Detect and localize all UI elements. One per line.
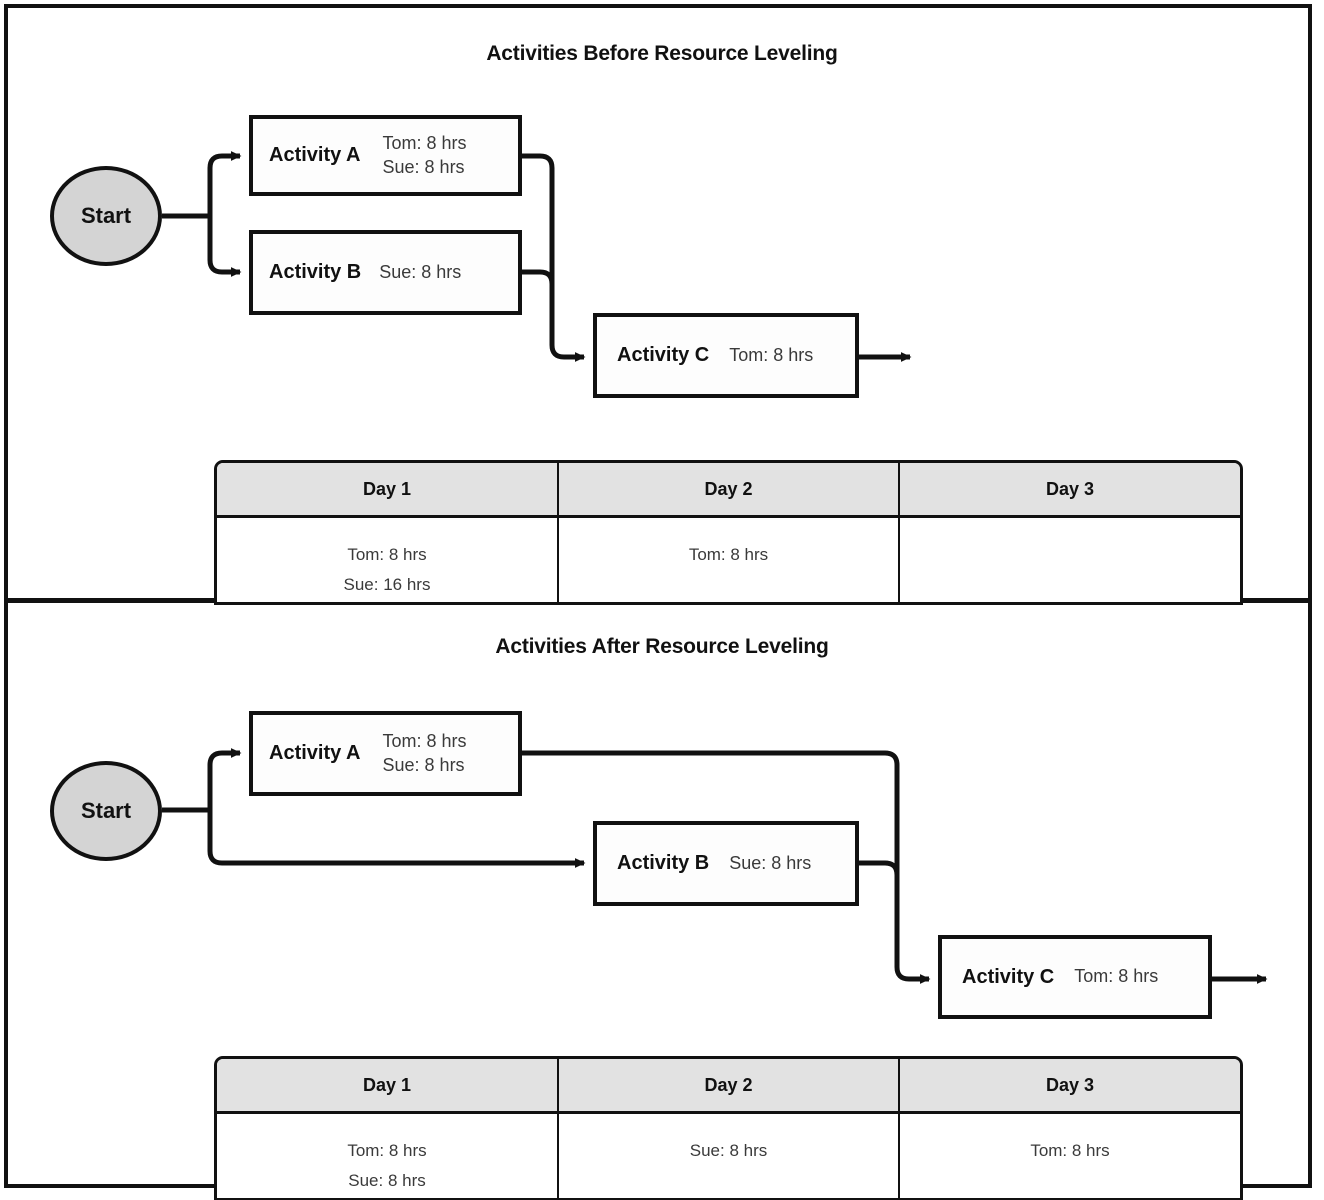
start-node-label: Start [80, 203, 132, 228]
activity-a-name: Activity A [269, 144, 361, 166]
resource-table-before: Day 1 Day 2 Day 3 Tom: 8 hrs Sue: 16 hrs… [214, 460, 1243, 605]
table-header-day-2: Day 2 [558, 463, 900, 518]
activity-box-c-after: Activity C Tom: 8 hrs [938, 935, 1212, 1019]
table-header-day-3: Day 3 [899, 1059, 1240, 1114]
resource-line: Sue: 8 hrs [382, 754, 465, 775]
start-node-label: Start [80, 798, 132, 823]
table-cell-day-2: Sue: 8 hrs [558, 1112, 900, 1198]
table-header-day-1: Day 1 [217, 1059, 559, 1114]
table-cell-day-1: Tom: 8 hrs Sue: 16 hrs [217, 516, 559, 602]
cell-line: Sue: 8 hrs [689, 1141, 768, 1160]
table-header-row: Day 1 Day 2 Day 3 [217, 463, 1240, 518]
start-node-after: Start [50, 761, 162, 861]
table-row: Tom: 8 hrs Sue: 8 hrs Sue: 8 hrs Tom: 8 … [217, 1112, 1240, 1198]
activity-c-resources: Tom: 8 hrs [729, 344, 814, 365]
cell-line: Tom: 8 hrs [688, 545, 769, 564]
activity-a-name: Activity A [269, 742, 361, 764]
panel-title-after: Activities After Resource Leveling [495, 635, 829, 658]
table-header-day-1: Day 1 [217, 463, 559, 518]
table-cell-day-1: Tom: 8 hrs Sue: 8 hrs [217, 1112, 559, 1198]
start-node-before: Start [50, 166, 162, 266]
activity-box-c-before: Activity C Tom: 8 hrs [593, 313, 859, 398]
activity-b-resources: Sue: 8 hrs [729, 852, 812, 873]
panel-before-resource-leveling: Activities Before Resource Leveling Star… [50, 42, 1243, 605]
activity-b-name: Activity B [617, 852, 710, 874]
activity-c-resources: Tom: 8 hrs [1074, 966, 1159, 987]
cell-line: Sue: 16 hrs [343, 574, 431, 594]
cell-line: Tom: 8 hrs [1030, 1141, 1110, 1160]
panel-title-before: Activities Before Resource Leveling [486, 42, 838, 65]
cell-line: Tom: 8 hrs [347, 1141, 427, 1160]
table-cell-day-2: Tom: 8 hrs [558, 516, 900, 602]
table-cell-day-3 [899, 516, 1240, 602]
activity-box-a-after: Activity A Tom: 8 hrs Sue: 8 hrs [249, 711, 522, 796]
table-row: Tom: 8 hrs Sue: 16 hrs Tom: 8 hrs [217, 516, 1240, 602]
table-header-row: Day 1 Day 2 Day 3 [217, 1059, 1240, 1114]
resource-line: Tom: 8 hrs [382, 730, 467, 751]
activity-box-a-before: Activity A Tom: 8 hrs Sue: 8 hrs [249, 115, 522, 196]
activity-box-b-before: Activity B Sue: 8 hrs [249, 230, 522, 315]
table-header-day-3: Day 3 [899, 463, 1240, 518]
activity-a-resources: Tom: 8 hrs Sue: 8 hrs [383, 730, 467, 778]
table-cell-day-3: Tom: 8 hrs [899, 1112, 1240, 1198]
cell-line: Tom: 8 hrs [347, 545, 427, 564]
resource-line: Tom: 8 hrs [382, 132, 467, 153]
activity-box-b-after: Activity B Sue: 8 hrs [593, 821, 859, 906]
activity-c-name: Activity C [962, 965, 1055, 988]
panel-after-resource-leveling: Activities After Resource Leveling Start [0, 601, 1324, 1200]
activity-b-name: Activity B [269, 261, 362, 283]
cell-line: Sue: 8 hrs [348, 1170, 426, 1190]
table-header-day-2: Day 2 [558, 1059, 900, 1114]
activity-c-name: Activity C [617, 344, 710, 366]
activity-b-resources: Sue: 8 hrs [379, 261, 462, 282]
resource-line: Sue: 8 hrs [382, 156, 465, 177]
resource-table-after: Day 1 Day 2 Day 3 Tom: 8 hrs Sue: 8 hrs … [214, 1056, 1243, 1200]
activity-a-resources: Tom: 8 hrs Sue: 8 hrs [383, 132, 467, 180]
